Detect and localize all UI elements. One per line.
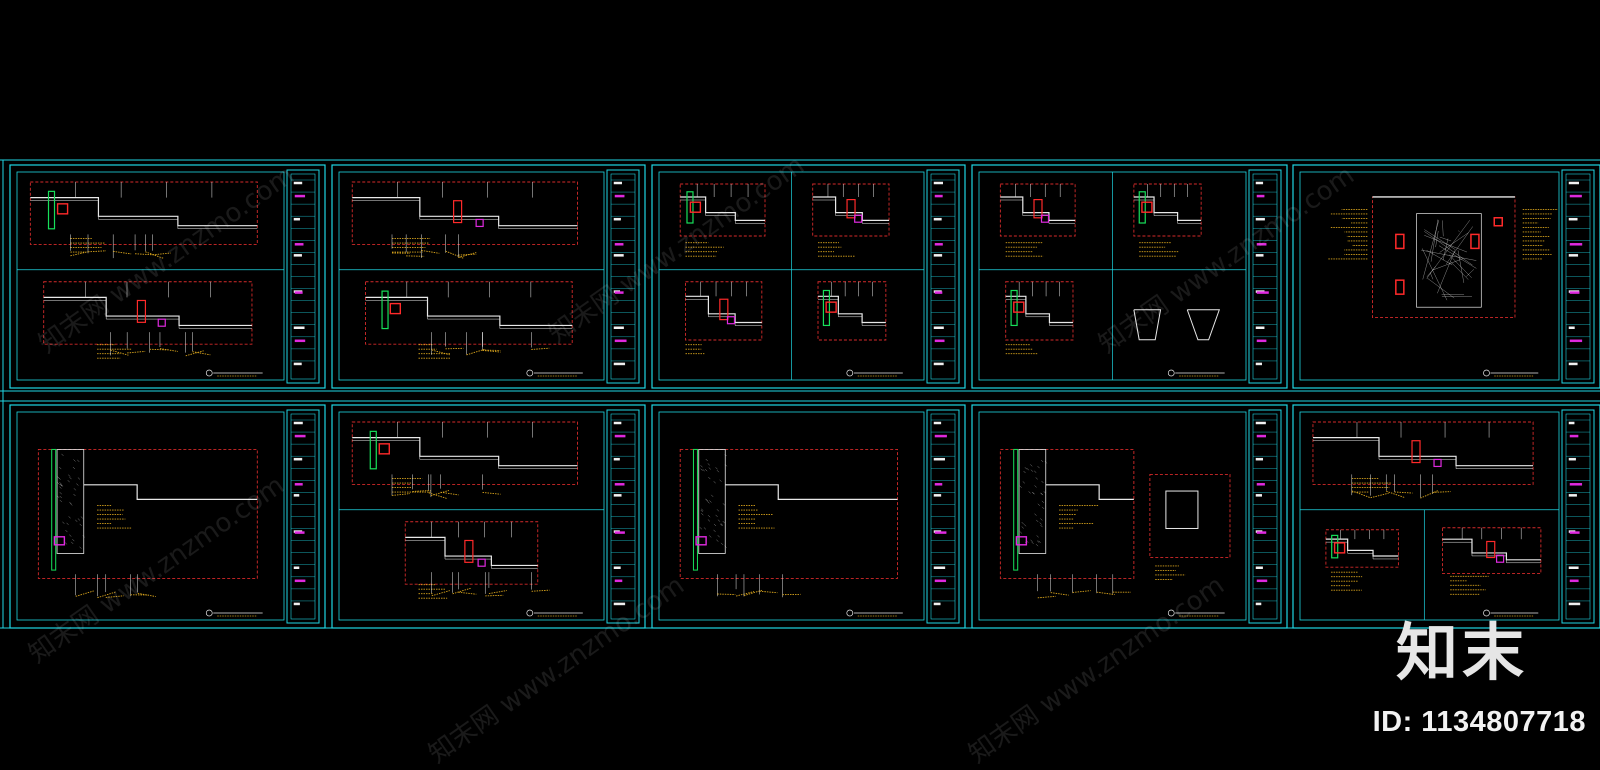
brand-logo: 知末 [1396, 622, 1528, 684]
drawing-sheet-2[interactable] [332, 165, 645, 388]
drawing-sheet-4[interactable] [972, 165, 1287, 388]
drawing-sheet-3[interactable] [652, 165, 965, 388]
drawing-sheet-7[interactable] [332, 405, 645, 628]
drawing-sheet-9[interactable] [972, 405, 1287, 628]
drawing-sheet-6[interactable] [10, 405, 325, 628]
drawing-sheet-8[interactable] [652, 405, 965, 628]
sheet-grid-lines [0, 160, 1600, 628]
drawing-sheet-10[interactable] [1293, 405, 1600, 628]
brand-id: ID: 1134807718 [1373, 706, 1586, 739]
